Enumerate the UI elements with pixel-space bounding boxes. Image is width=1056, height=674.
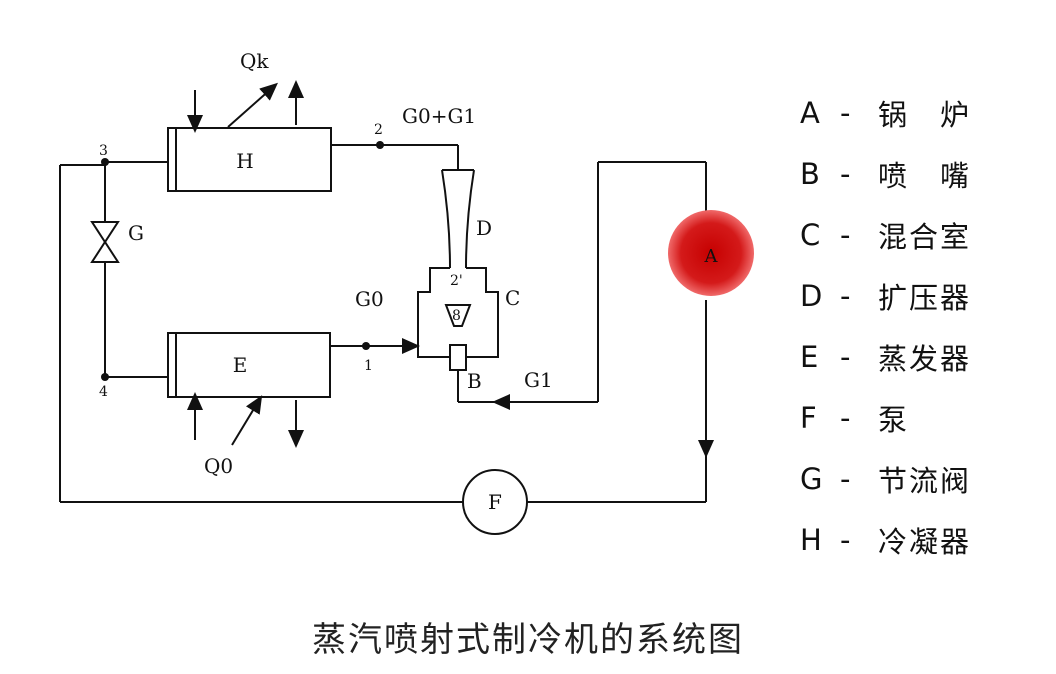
legend-dash: -	[840, 461, 851, 496]
legend-key: G	[800, 461, 823, 496]
diffuser-d	[441, 169, 475, 269]
legend-key: C	[800, 217, 821, 252]
legend-dash: -	[840, 217, 851, 252]
throttle-valve-g	[90, 221, 120, 244]
condenser-h-box	[167, 127, 332, 192]
evaporator-e-box	[167, 332, 331, 398]
pump-f	[462, 469, 528, 535]
label-b: B	[467, 369, 482, 393]
legend-text: 混合室	[878, 219, 972, 254]
label-h: H	[236, 149, 253, 173]
label-qk: Qk	[240, 49, 269, 73]
label-f: F	[488, 490, 502, 514]
legend-key: D	[800, 278, 823, 313]
mixing-chamber-c	[417, 267, 499, 358]
label-node-8: 8	[452, 308, 461, 324]
label-node-1: 1	[364, 358, 373, 374]
label-boiler-a: A	[704, 246, 719, 267]
nozzle-b	[444, 304, 472, 327]
legend-item: A-锅 炉	[800, 82, 1040, 143]
legend-item: D-扩压器	[800, 265, 1040, 326]
label-node-2-prime: 2'	[450, 273, 463, 289]
legend-dash: -	[840, 339, 851, 374]
legend-dash: -	[840, 278, 851, 313]
legend-text: 泵	[878, 402, 910, 437]
legend-item: B-喷 嘴	[800, 143, 1040, 204]
label-g: G	[128, 221, 144, 245]
legend-key: A	[800, 95, 820, 130]
legend-text: 锅 炉	[878, 97, 972, 132]
legend-key: E	[800, 339, 819, 374]
label-d: D	[476, 216, 492, 240]
legend-dash: -	[840, 95, 851, 130]
legend-item: C-混合室	[800, 204, 1040, 265]
legend-key: B	[800, 156, 820, 191]
legend-key: H	[800, 522, 822, 557]
legend-text: 喷 嘴	[878, 158, 972, 193]
label-c: C	[505, 286, 520, 310]
label-q0: Q0	[204, 454, 233, 478]
figure-caption: 蒸汽喷射式制冷机的系统图	[312, 620, 744, 660]
legend-text: 冷凝器	[878, 524, 972, 559]
legend-item: E-蒸发器	[800, 326, 1040, 387]
label-g0-plus-g1: G0+G1	[402, 104, 476, 128]
label-e: E	[233, 353, 248, 377]
legend-item: H-冷凝器	[800, 509, 1040, 570]
legend-dash: -	[840, 522, 851, 557]
legend-text: 蒸发器	[878, 341, 972, 376]
legend-item: G-节流阀	[800, 448, 1040, 509]
legend-dash: -	[840, 156, 851, 191]
boiler-a	[668, 210, 754, 296]
legend-dash: -	[840, 400, 851, 435]
label-node-4: 4	[99, 384, 108, 400]
legend-text: 节流阀	[878, 463, 972, 498]
legend-item: F-泵	[800, 387, 1040, 448]
label-node-2: 2	[374, 122, 383, 138]
label-g1: G1	[524, 368, 553, 392]
legend-text: 扩压器	[878, 280, 972, 315]
legend-key: F	[800, 400, 817, 435]
label-node-3: 3	[99, 143, 108, 159]
label-g0: G0	[355, 287, 384, 311]
